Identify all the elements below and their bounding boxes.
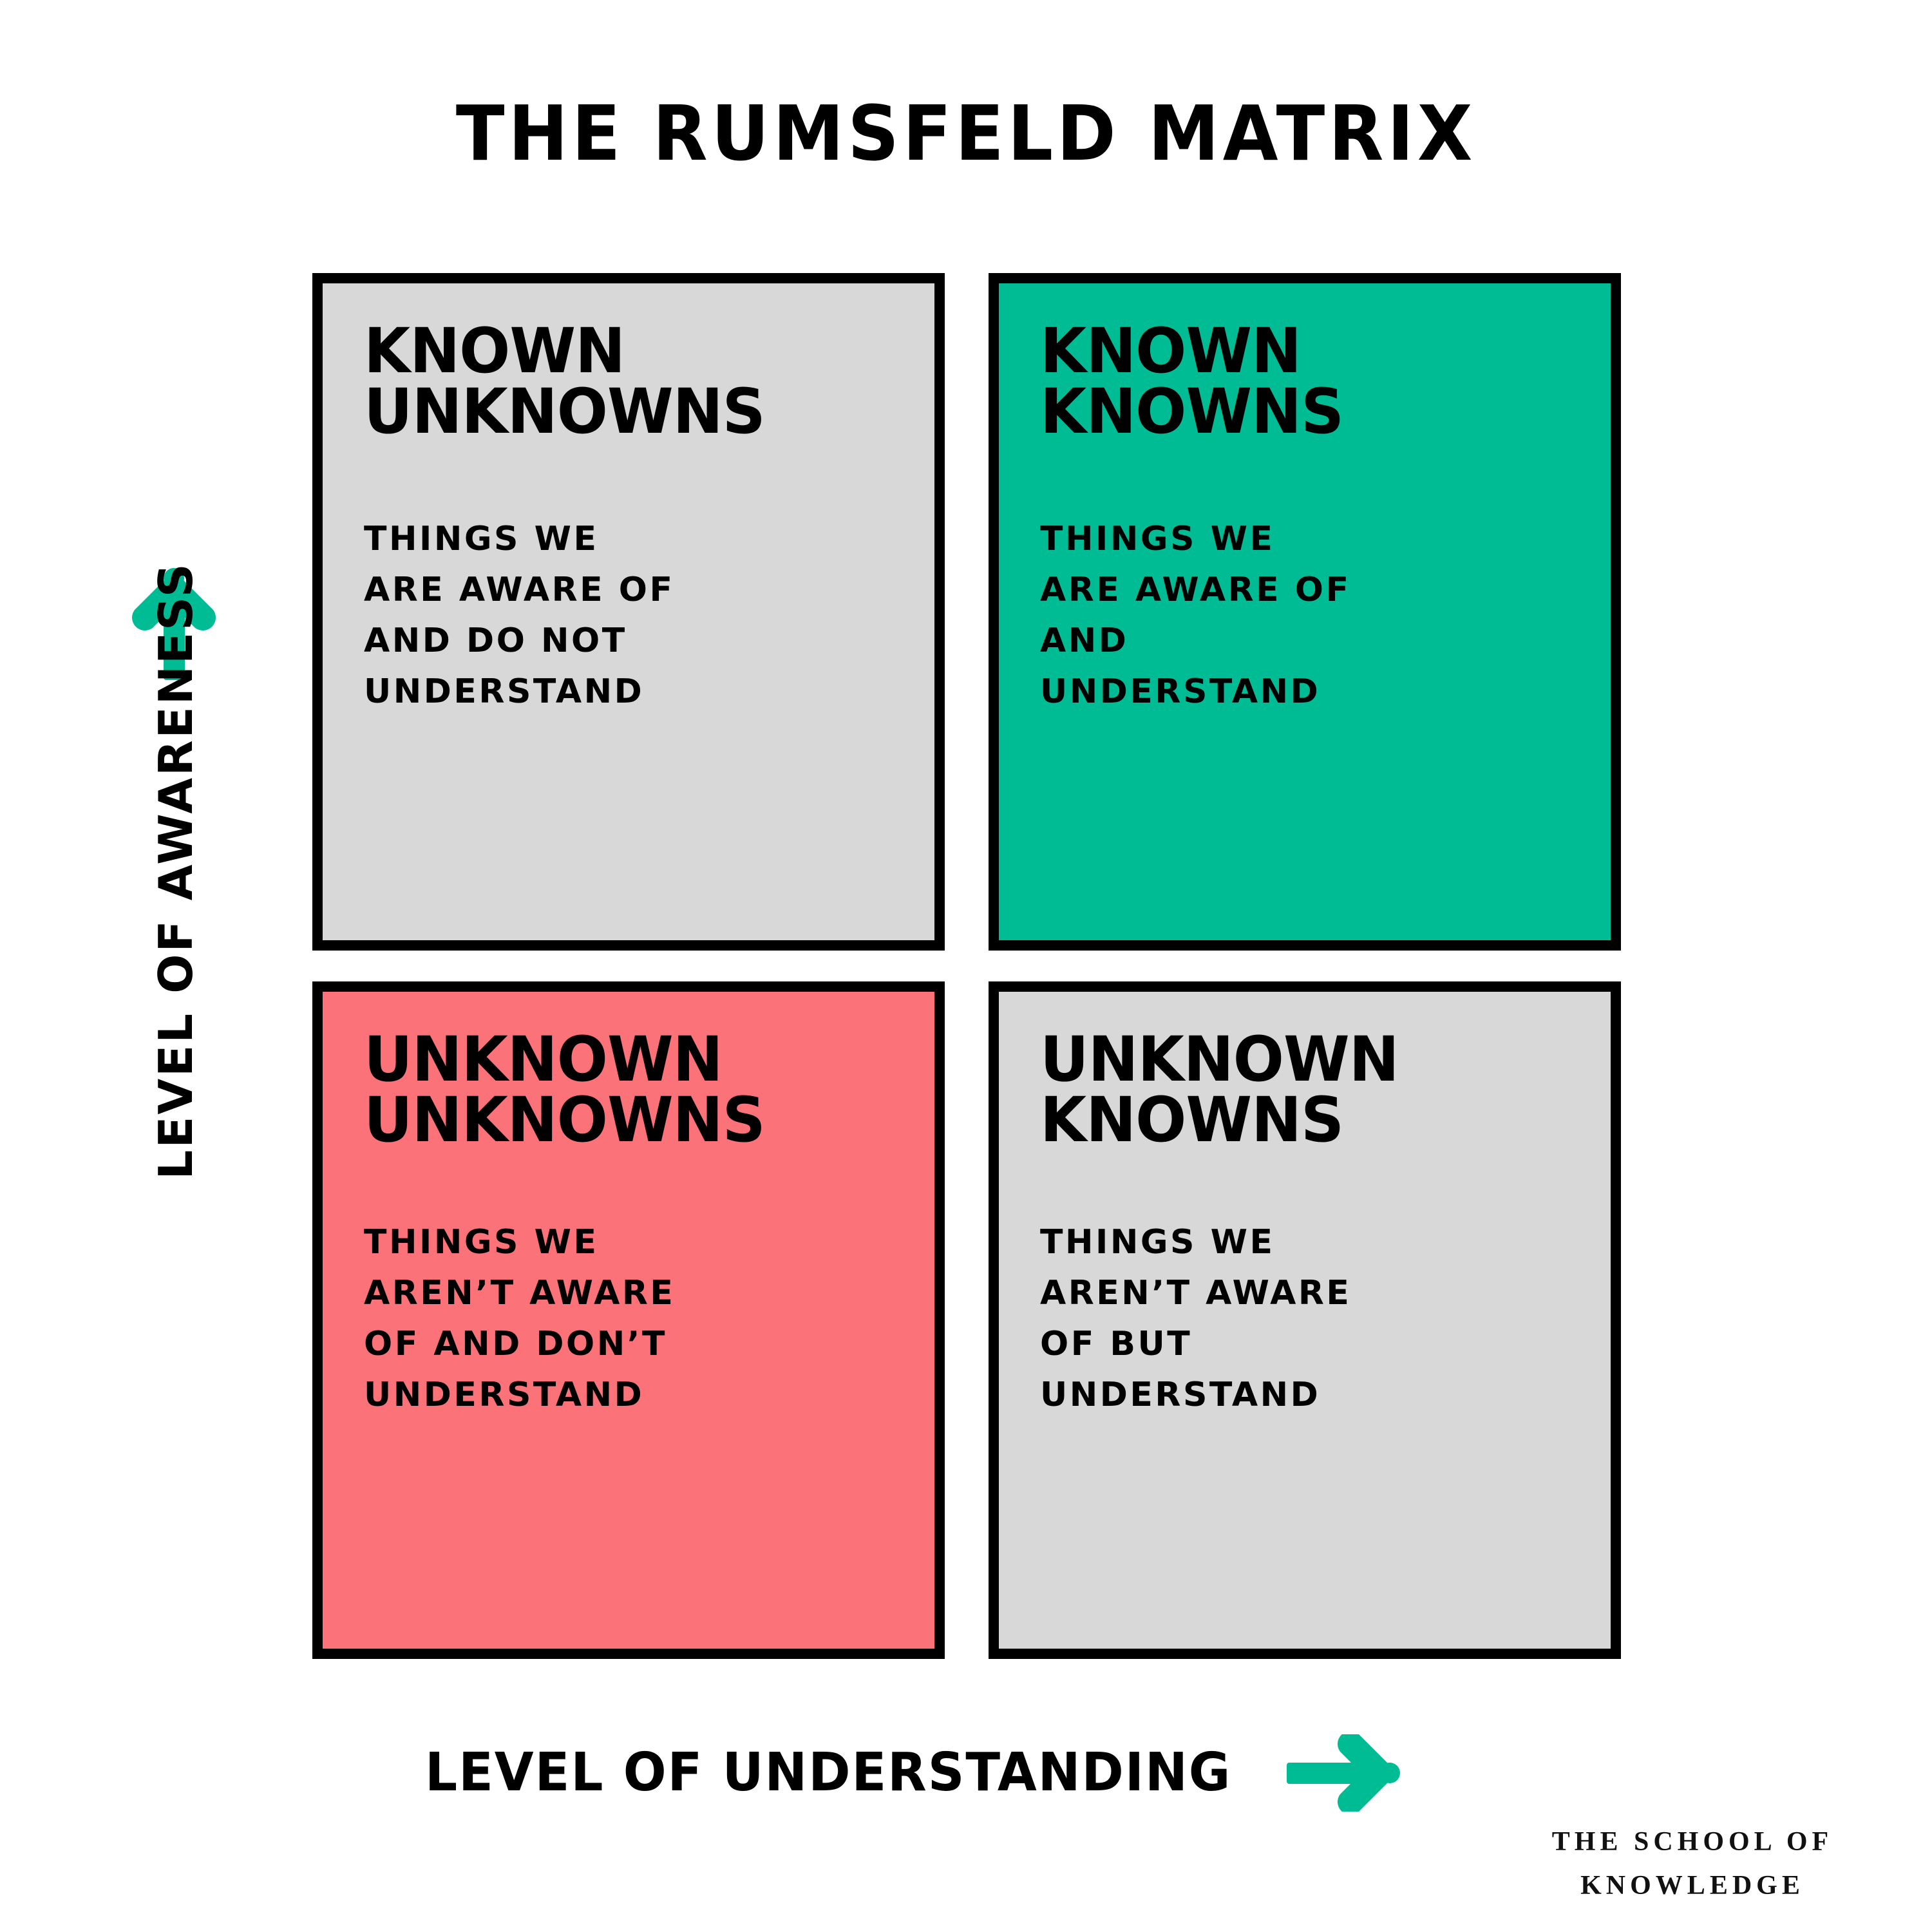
matrix-grid: KNOWN UNKNOWNS THINGS WE ARE AWARE OF AN… [312, 273, 1621, 1659]
y-axis-label: LEVEL OF AWARENESS [149, 562, 203, 1180]
arrow-up-icon [132, 568, 216, 680]
quadrant-known-unknowns[interactable]: KNOWN UNKNOWNS THINGS WE ARE AWARE OF AN… [312, 273, 945, 951]
quadrant-unknown-unknowns[interactable]: UNKNOWN UNKNOWNS THINGS WE AREN’T AWARE … [312, 981, 945, 1659]
quadrant-title: KNOWN UNKNOWNS [364, 315, 766, 448]
page-title: THE RUMSFELD MATRIX [455, 89, 1477, 178]
quadrant-unknown-knowns[interactable]: UNKNOWN KNOWNS THINGS WE AREN’T AWARE OF… [989, 981, 1621, 1659]
quadrant-title: UNKNOWN KNOWNS [1040, 1023, 1399, 1157]
brand-footer: THE SCHOOL OF KNOWLEDGE [1551, 1826, 1833, 1900]
quadrant-description: THINGS WE AREN’T AWARE OF AND DON’T UNDE… [364, 1223, 676, 1415]
x-axis-group: LEVEL OF UNDERSTANDING [425, 1731, 1430, 1815]
quadrant-title: UNKNOWN UNKNOWNS [364, 1023, 766, 1157]
quadrant-description: THINGS WE ARE AWARE OF AND DO NOT UNDERS… [364, 520, 675, 712]
quadrant-description: THINGS WE AREN’T AWARE OF BUT UNDERSTAND [1040, 1223, 1352, 1415]
quadrant-description: THINGS WE ARE AWARE OF AND UNDERSTAND [1040, 520, 1351, 712]
y-axis-group: LEVEL OF AWARENESS [115, 562, 234, 1443]
quadrant-title: KNOWN KNOWNS [1040, 315, 1344, 448]
arrow-right-icon [1287, 1734, 1401, 1812]
x-axis-label: LEVEL OF UNDERSTANDING [425, 1742, 1232, 1803]
quadrant-known-knowns[interactable]: KNOWN KNOWNS THINGS WE ARE AWARE OF AND … [989, 273, 1621, 951]
